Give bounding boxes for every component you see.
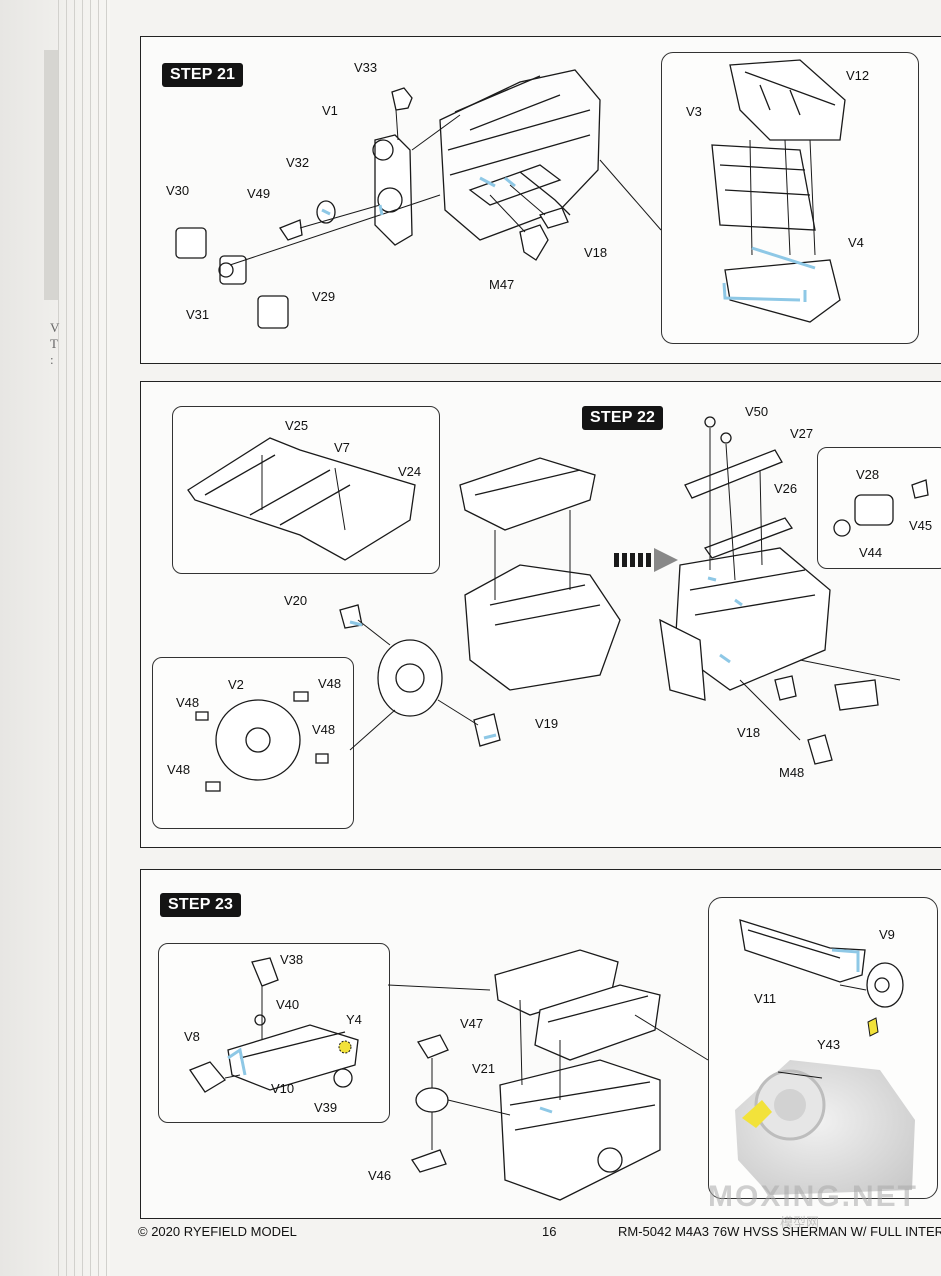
label-v2: V2 [228, 677, 244, 692]
label-v48-1: V48 [176, 695, 200, 710]
label-v4: V4 [848, 235, 864, 250]
label-v31: V31 [186, 307, 210, 322]
edge-text-3: : [50, 352, 54, 367]
label-v24: V24 [398, 464, 422, 479]
label-v46: V46 [368, 1168, 392, 1183]
label-y4: Y4 [346, 1012, 362, 1027]
label-v9: V9 [879, 927, 895, 942]
label-v1: V1 [322, 103, 338, 118]
label-v7: V7 [334, 440, 350, 455]
label-v18-b: V18 [737, 725, 761, 740]
edge-text-2: T [50, 336, 58, 351]
label-v48-2: V48 [318, 676, 342, 691]
footer-product-title: RM-5042 M4A3 76W HVSS SHERMAN W/ FULL IN… [618, 1224, 941, 1239]
label-v44: V44 [859, 545, 883, 560]
label-v30: V30 [166, 183, 190, 198]
label-v45: V45 [909, 518, 933, 533]
y43-photo [735, 1060, 915, 1195]
label-v25: V25 [285, 418, 309, 433]
label-v21: V21 [472, 1061, 496, 1076]
label-v38: V38 [280, 952, 304, 967]
label-v47: V47 [460, 1016, 484, 1031]
label-v12: V12 [846, 68, 870, 83]
step-21-title: STEP 21 [162, 63, 244, 87]
label-y43: Y43 [817, 1037, 841, 1052]
label-v20: V20 [284, 593, 308, 608]
label-v39: V39 [314, 1100, 338, 1115]
watermark: MOXING.NET [708, 1180, 919, 1213]
step-23-title: STEP 23 [160, 893, 242, 917]
label-v29: V29 [312, 289, 336, 304]
footer-copyright: © 2020 RYEFIELD MODEL [138, 1224, 297, 1239]
binding-shadow-mark [44, 50, 58, 300]
label-v18: V18 [584, 245, 608, 260]
label-v49: V49 [247, 186, 271, 201]
label-v48-3: V48 [312, 722, 336, 737]
edge-text-1: V [50, 320, 60, 335]
label-v10: V10 [271, 1081, 295, 1096]
label-v3: V3 [686, 104, 702, 119]
label-v28: V28 [856, 467, 880, 482]
label-v40: V40 [276, 997, 300, 1012]
label-v33: V33 [354, 60, 378, 75]
label-v32: V32 [286, 155, 310, 170]
label-v50: V50 [745, 404, 769, 419]
label-v11: V11 [754, 991, 777, 1006]
label-m48: M48 [779, 765, 805, 780]
label-v26: V26 [774, 481, 798, 496]
label-v8: V8 [184, 1029, 200, 1044]
label-m47: M47 [489, 277, 515, 292]
step-22-title: STEP 22 [582, 406, 664, 430]
label-v27: V27 [790, 426, 814, 441]
label-v48-4: V48 [167, 762, 191, 777]
watermark-sub: 模型网 [780, 1215, 820, 1230]
footer-page-number: 16 [542, 1224, 557, 1239]
label-v19: V19 [535, 716, 559, 731]
